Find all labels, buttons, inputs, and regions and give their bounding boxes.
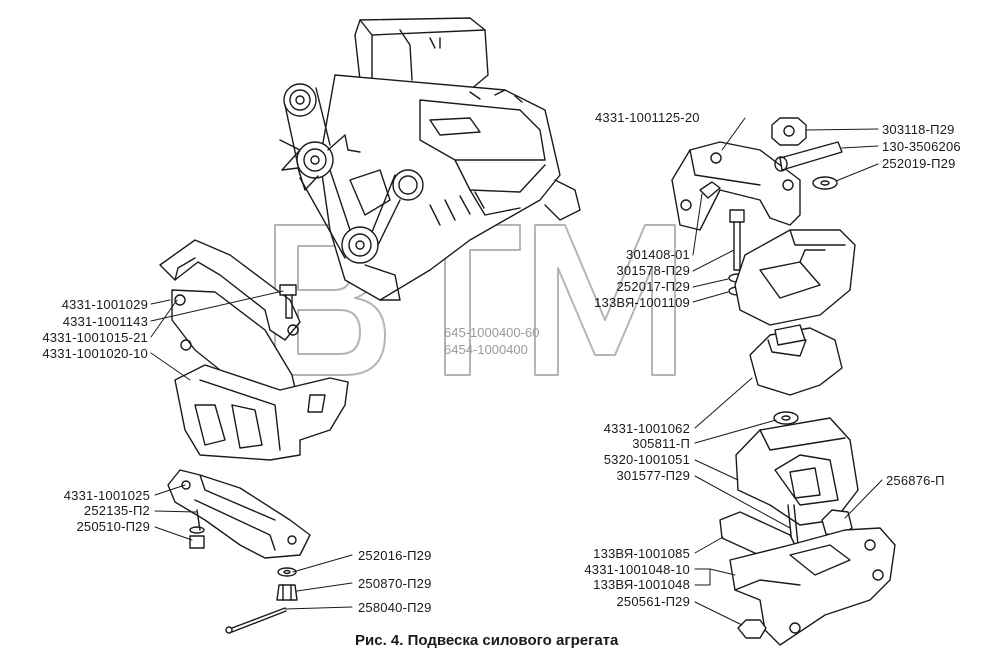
label-252017-p29: 252017-П29: [616, 279, 690, 294]
engine-illustration: [279, 17, 581, 301]
label-301408-01: 301408-01: [626, 247, 690, 262]
label-252016-p29: 252016-П29: [358, 548, 432, 563]
figure-caption: Рис. 4. Подвеска силового агрегата: [355, 632, 619, 649]
watermark-model-line1: 645-1000400-60: [444, 325, 540, 340]
label-130-3506206: 130-3506206: [882, 139, 961, 154]
label-4331-1001025: 4331-1001025: [63, 488, 150, 503]
label-258040-p29: 258040-П29: [358, 600, 432, 615]
label-4331-1001143: 4331-1001143: [62, 314, 148, 329]
label-250510-p29: 250510-П29: [76, 519, 150, 534]
lower-left-mount-illustration: [167, 469, 311, 559]
label-252135-p2: 252135-П2: [83, 503, 150, 518]
label-4331-1001015-21: 4331-1001015-21: [42, 330, 148, 345]
label-303118-p29: 303118-П29: [882, 122, 955, 137]
label-5320-1001051: 5320-1001051: [603, 452, 690, 467]
label-252019-p29: 252019-П29: [882, 156, 956, 171]
label-4331-1001020-10: 4331-1001020-10: [42, 346, 148, 361]
label-301577-p29: 301577-П29: [616, 468, 690, 483]
label-133vya-1001085: 133ВЯ-1001085: [593, 546, 690, 561]
rear-mount-illustration: [719, 324, 896, 646]
label-4331-1001062: 4331-1001062: [603, 421, 690, 436]
label-301578-p29: 301578-П29: [616, 263, 690, 278]
rear-bracket-illustration: [671, 117, 856, 326]
label-256876-p: 256876-П: [886, 473, 945, 488]
watermark-model-line2: 6454-1000400: [444, 342, 528, 357]
label-4331-1001029: 4331-1001029: [61, 297, 148, 312]
label-250561-p29: 250561-П29: [616, 594, 690, 609]
label-133vya-1001109: 133ВЯ-1001109: [594, 295, 690, 310]
label-4331-1001048-10: 4331-1001048-10: [584, 562, 690, 577]
small-parts-illustration: [225, 567, 298, 634]
label-250870-p29: 250870-П29: [358, 576, 432, 591]
leader-lines: [150, 117, 883, 626]
label-305811-p: 305811-П: [632, 436, 690, 451]
label-4331-1001125-20: 4331-1001125-20: [595, 110, 700, 125]
front-mount-illustration: [159, 239, 349, 461]
label-133vya-1001048: 133ВЯ-1001048: [593, 577, 690, 592]
